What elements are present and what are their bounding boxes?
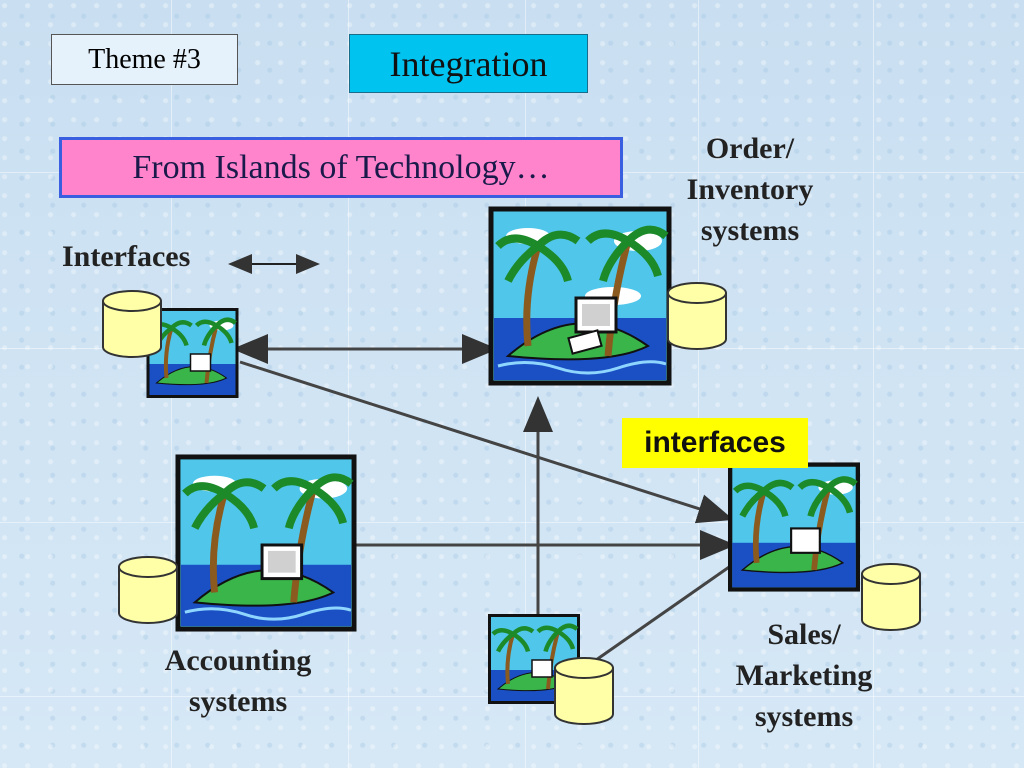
island-clipart-icon — [175, 454, 357, 632]
interfaces-highlight-box: interfaces — [622, 418, 808, 468]
label-line: Order/ — [705, 132, 795, 165]
order-inventory-label: Order/ Inventory systems — [670, 128, 830, 251]
theme-label: Theme #3 — [51, 34, 238, 85]
slide-title: Integration — [349, 34, 588, 93]
sales-marketing-label: Sales/ Marketing systems — [716, 614, 892, 737]
database-cylinder-icon — [102, 290, 162, 358]
database-cylinder-icon — [667, 282, 727, 350]
island-clipart-icon — [488, 206, 672, 386]
line-bottom-to-sales — [595, 563, 733, 662]
label-line: Sales/ — [767, 618, 841, 651]
interfaces-legend-label: Interfaces — [62, 240, 191, 273]
accounting-label: Accounting systems — [148, 640, 328, 722]
label-line: systems — [700, 214, 800, 247]
label-line: systems — [754, 700, 854, 733]
arrow-small-to-sales — [239, 360, 734, 524]
label-line: Accounting — [164, 644, 312, 677]
database-cylinder-icon — [118, 556, 178, 624]
database-cylinder-icon — [554, 657, 614, 725]
label-line: systems — [188, 685, 288, 718]
database-cylinder-icon — [861, 563, 921, 631]
island-clipart-icon — [728, 462, 860, 592]
slide-subtitle: From Islands of Technology… — [59, 137, 623, 198]
label-line: Marketing — [735, 659, 873, 692]
label-line: Inventory — [686, 173, 814, 206]
island-clipart-icon — [488, 614, 580, 704]
